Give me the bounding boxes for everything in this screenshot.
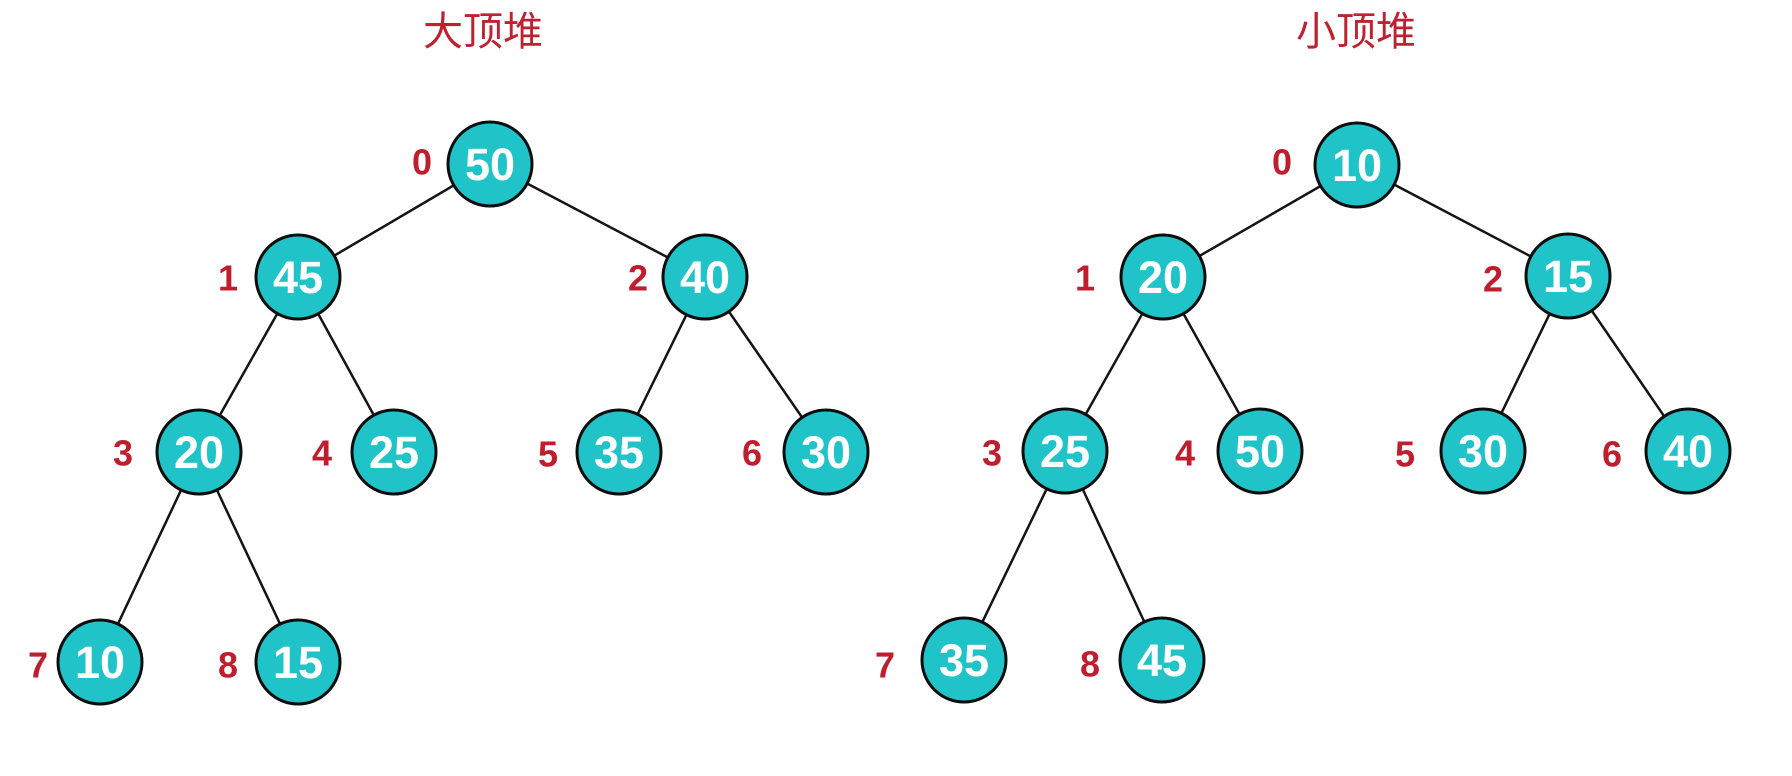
max-heap-node-1-value: 45	[273, 252, 323, 303]
max-heap-node-6-index-label: 6	[742, 433, 762, 474]
min-heap-node-4-circle	[1216, 407, 1304, 495]
max-heap-node-5-value: 35	[594, 427, 644, 478]
max-heap-node-7-value: 10	[75, 637, 125, 688]
max-heap-node-0-index-label: 0	[412, 142, 432, 183]
max-heap-node-8-value: 15	[273, 637, 323, 688]
max-heap-node-0-value: 50	[465, 139, 515, 190]
min-heap-node-1-value: 20	[1138, 252, 1188, 303]
min-heap-node-3-index-label: 3	[982, 433, 1002, 474]
max-heap-node-5-circle	[575, 408, 663, 496]
max-heap-node-5-index-label: 5	[538, 434, 558, 475]
min-heap-node-6-index-label: 6	[1602, 434, 1622, 475]
min-heap-node-6-circle	[1644, 407, 1732, 495]
min-heap-node-8-value: 45	[1137, 635, 1187, 686]
min-heap-node-5-index-label: 5	[1395, 434, 1415, 475]
min-heap-node-0-circle	[1313, 121, 1401, 209]
max-heap-node-7-circle	[56, 618, 144, 706]
min-heap-node-7-circle	[920, 616, 1008, 704]
max-heap-node-2-index-label: 2	[628, 258, 648, 299]
max-heap-node-4-circle	[350, 408, 438, 496]
max-heap-tree: 50 0 45 1 40 2 20 3 25 4 35 5 30 6 10 7 15 8	[28, 120, 870, 706]
min-heap-node-5-value: 30	[1458, 426, 1508, 477]
max-heap-node-4-index-label: 4	[312, 433, 332, 474]
min-heap-node-8-index-label: 8	[1080, 644, 1100, 685]
max-heap-node-2-circle	[661, 233, 749, 321]
min-heap-node-4-index-label: 4	[1175, 433, 1195, 474]
min-heap-node-3-circle	[1021, 407, 1109, 495]
min-heap-tree: 10 0 20 1 15 2 25 3 50 4 30 5 40 6 35 7 45 8	[875, 121, 1732, 704]
min-heap-node-0-value: 10	[1332, 140, 1382, 191]
min-heap-node-0-index-label: 0	[1272, 142, 1292, 183]
max-heap-node-1-index-label: 1	[218, 258, 238, 299]
max-heap-node-4-value: 25	[369, 427, 419, 478]
min-heap-node-1-circle	[1119, 233, 1207, 321]
max-heap-node-6-circle	[782, 408, 870, 496]
min-heap-node-8-circle	[1118, 616, 1206, 704]
max-heap-node-3-value: 20	[174, 427, 224, 478]
min-heap-node-5-circle	[1439, 407, 1527, 495]
max-heap-node-8-circle	[254, 618, 342, 706]
max-heap-node-3-circle	[155, 408, 243, 496]
min-heap-title: 小顶堆	[1296, 10, 1416, 54]
max-heap-node-1-circle	[254, 233, 342, 321]
min-heap-node-2-value: 15	[1543, 251, 1593, 302]
max-heap-title: 大顶堆	[423, 10, 543, 54]
min-heap-node-2-index-label: 2	[1483, 259, 1503, 300]
min-heap-node-7-index-label: 7	[875, 645, 895, 686]
max-heap-node-0-circle	[446, 120, 534, 208]
min-heap-node-4-value: 50	[1235, 426, 1285, 477]
max-heap-node-7-index-label: 7	[28, 645, 48, 686]
min-heap-node-7-value: 35	[939, 635, 989, 686]
min-heap-node-1-index-label: 1	[1075, 258, 1095, 299]
min-heap-node-2-circle	[1524, 232, 1612, 320]
max-heap-node-8-index-label: 8	[218, 645, 238, 686]
max-heap-node-2-value: 40	[680, 252, 730, 303]
min-heap-node-6-value: 40	[1663, 426, 1713, 477]
min-heap-node-3-value: 25	[1040, 426, 1090, 477]
max-heap-node-6-value: 30	[801, 427, 851, 478]
max-heap-node-3-index-label: 3	[113, 433, 133, 474]
